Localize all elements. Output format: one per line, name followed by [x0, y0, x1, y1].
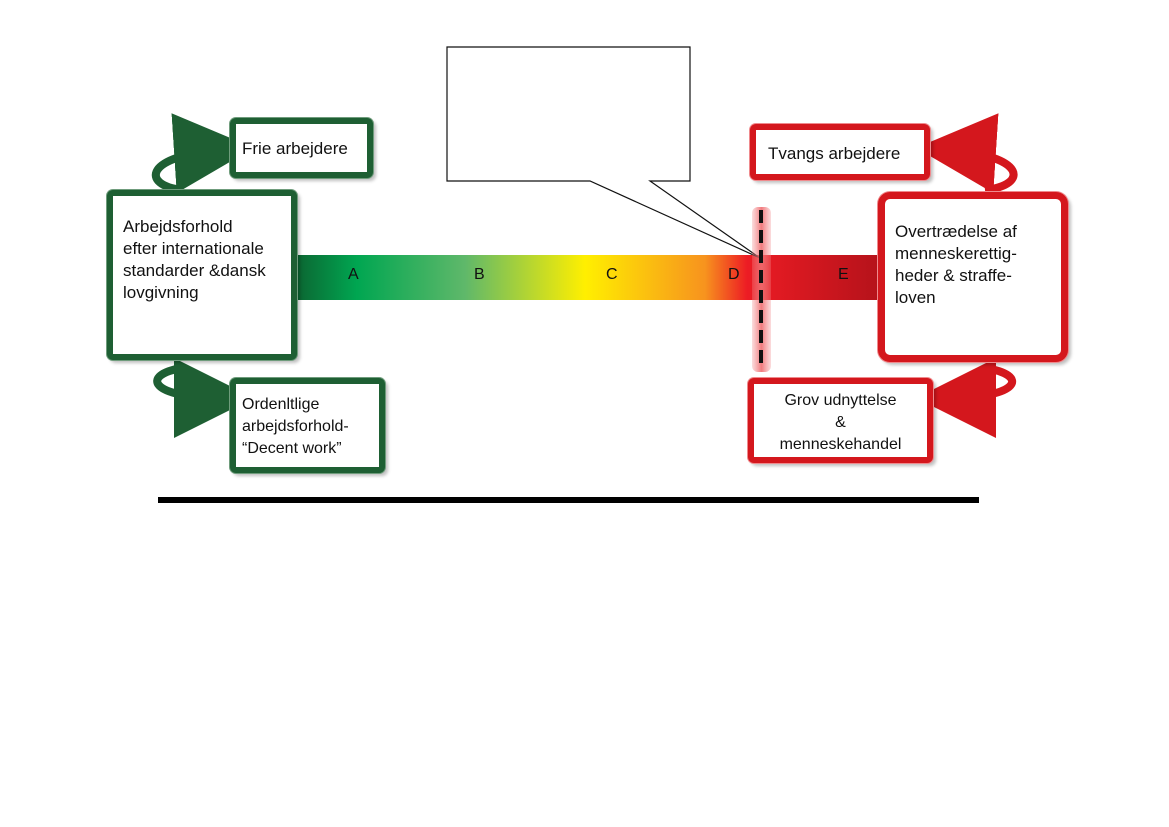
arrow-to-frie-icon	[151, 113, 254, 194]
arrow-to-ordentlige-icon	[153, 357, 254, 438]
frie-arbejdere-box: Frie arbejdere	[230, 118, 373, 178]
right-main-box: Overtrædelse af menneskerettig- heder & …	[878, 192, 1068, 362]
segment-label-d: D	[728, 266, 740, 283]
arrow-to-grov-icon	[916, 357, 1017, 438]
ordentlige-arbejdsforhold-box: Ordenltlige arbejdsforhold- “Decent work…	[230, 378, 385, 473]
left-main-box: Arbejdsforhold efter internationale stan…	[107, 190, 297, 360]
threshold-glow	[752, 207, 771, 372]
arrow-to-tvangs-icon	[916, 113, 1018, 194]
callout-text	[455, 55, 680, 165]
callout-box	[446, 46, 761, 259]
segment-label-b: B	[474, 266, 485, 283]
spectrum-bar	[285, 255, 885, 300]
segment-label-e: E	[838, 266, 849, 283]
tvangs-arbejdere-box: Tvangs arbejdere	[750, 124, 930, 180]
segment-label-c: C	[606, 266, 618, 283]
segment-label-a: A	[348, 266, 359, 283]
grov-udnyttelse-box: Grov udnyttelse & menneskehandel	[748, 378, 933, 463]
